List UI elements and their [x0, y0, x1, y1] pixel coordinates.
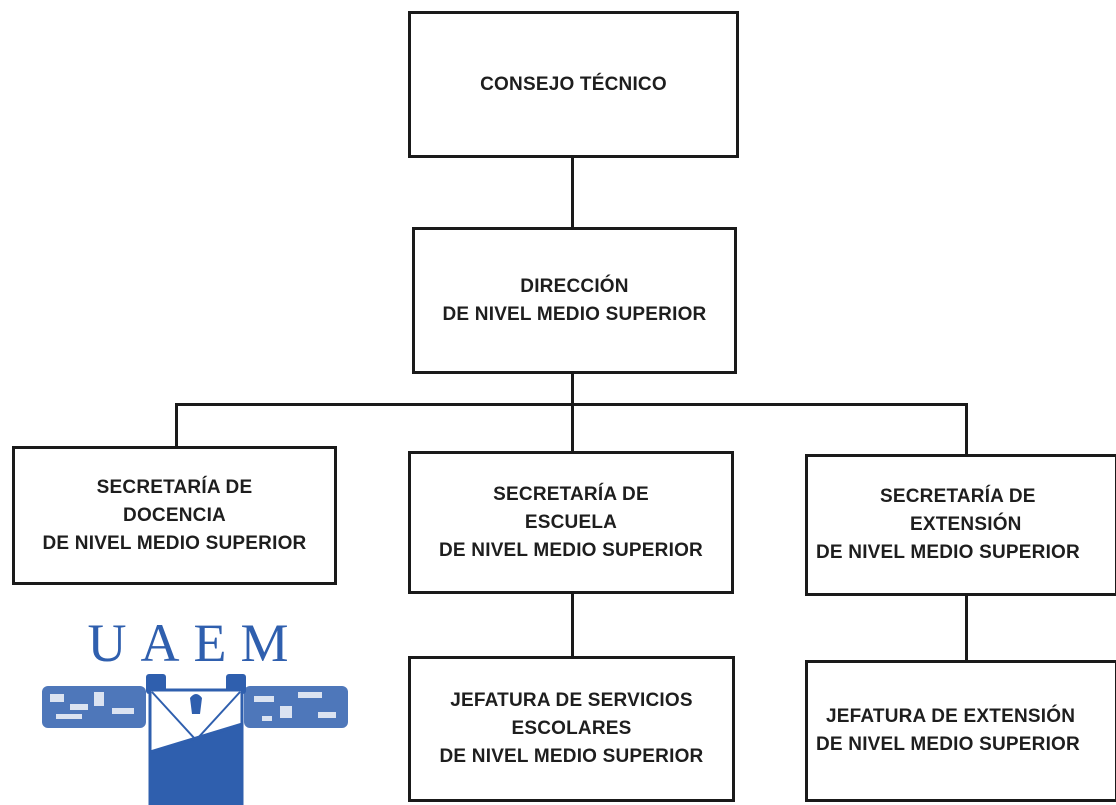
node-jefatura-extension: JEFATURA DE EXTENSIÓN DE NIVEL MEDIO SUP…	[805, 660, 1116, 802]
node-secretaria-escuela: SECRETARÍA DE ESCUELA DE NIVEL MEDIO SUP…	[408, 451, 734, 594]
connector-consejo-direccion	[571, 156, 574, 228]
node-label-line: DE NIVEL MEDIO SUPERIOR	[439, 746, 704, 767]
connector-to-escuela	[571, 403, 574, 453]
node-secretaria-docencia: SECRETARÍA DE DOCENCIA DE NIVEL MEDIO SU…	[12, 446, 337, 585]
node-label-line: CONSEJO TÉCNICO	[480, 73, 667, 95]
logo-text: UAEM	[87, 613, 303, 673]
node-jefatura-servicios-escolares: JEFATURA DE SERVICIOS ESCOLARES DE NIVEL…	[408, 656, 735, 802]
node-secretaria-extension: SECRETARÍA DE EXTENSIÓN DE NIVEL MEDIO S…	[805, 454, 1116, 596]
node-consejo-tecnico: CONSEJO TÉCNICO	[408, 11, 739, 158]
node-label-line: DE NIVEL MEDIO SUPERIOR	[442, 303, 707, 325]
node-label-line: DE NIVEL MEDIO SUPERIOR	[439, 539, 703, 561]
connector-escuela-servicios	[571, 592, 574, 658]
node-label-line: SECRETARÍA DE	[96, 476, 253, 498]
node-label-line: SECRETARÍA DE	[493, 483, 649, 505]
node-label-line: JEFATURA DE SERVICIOS	[450, 690, 693, 711]
node-label-line: EXTENSIÓN	[910, 514, 1022, 535]
uaem-logo: UAEM	[30, 612, 360, 805]
connector-to-extension	[965, 403, 968, 456]
node-label-line: ESCUELA	[524, 511, 618, 533]
node-label-line: ESCOLARES	[511, 718, 632, 739]
uaem-crest-icon	[42, 674, 348, 805]
node-label-line: DOCENCIA	[123, 504, 226, 526]
node-label-line: JEFATURA DE EXTENSIÓN	[826, 706, 1076, 727]
connector-direccion-down	[571, 372, 574, 405]
node-label-line: DE NIVEL MEDIO SUPERIOR	[816, 542, 1080, 563]
node-label-line: DIRECCIÓN	[520, 275, 629, 297]
node-label-line: SECRETARÍA DE	[880, 486, 1036, 507]
connector-to-docencia	[175, 403, 178, 448]
node-label-line: DE NIVEL MEDIO SUPERIOR	[42, 532, 307, 554]
connector-extension-jefatura	[965, 594, 968, 662]
node-label-line: DE NIVEL MEDIO SUPERIOR	[816, 734, 1080, 755]
node-direccion: DIRECCIÓN DE NIVEL MEDIO SUPERIOR	[412, 227, 737, 374]
